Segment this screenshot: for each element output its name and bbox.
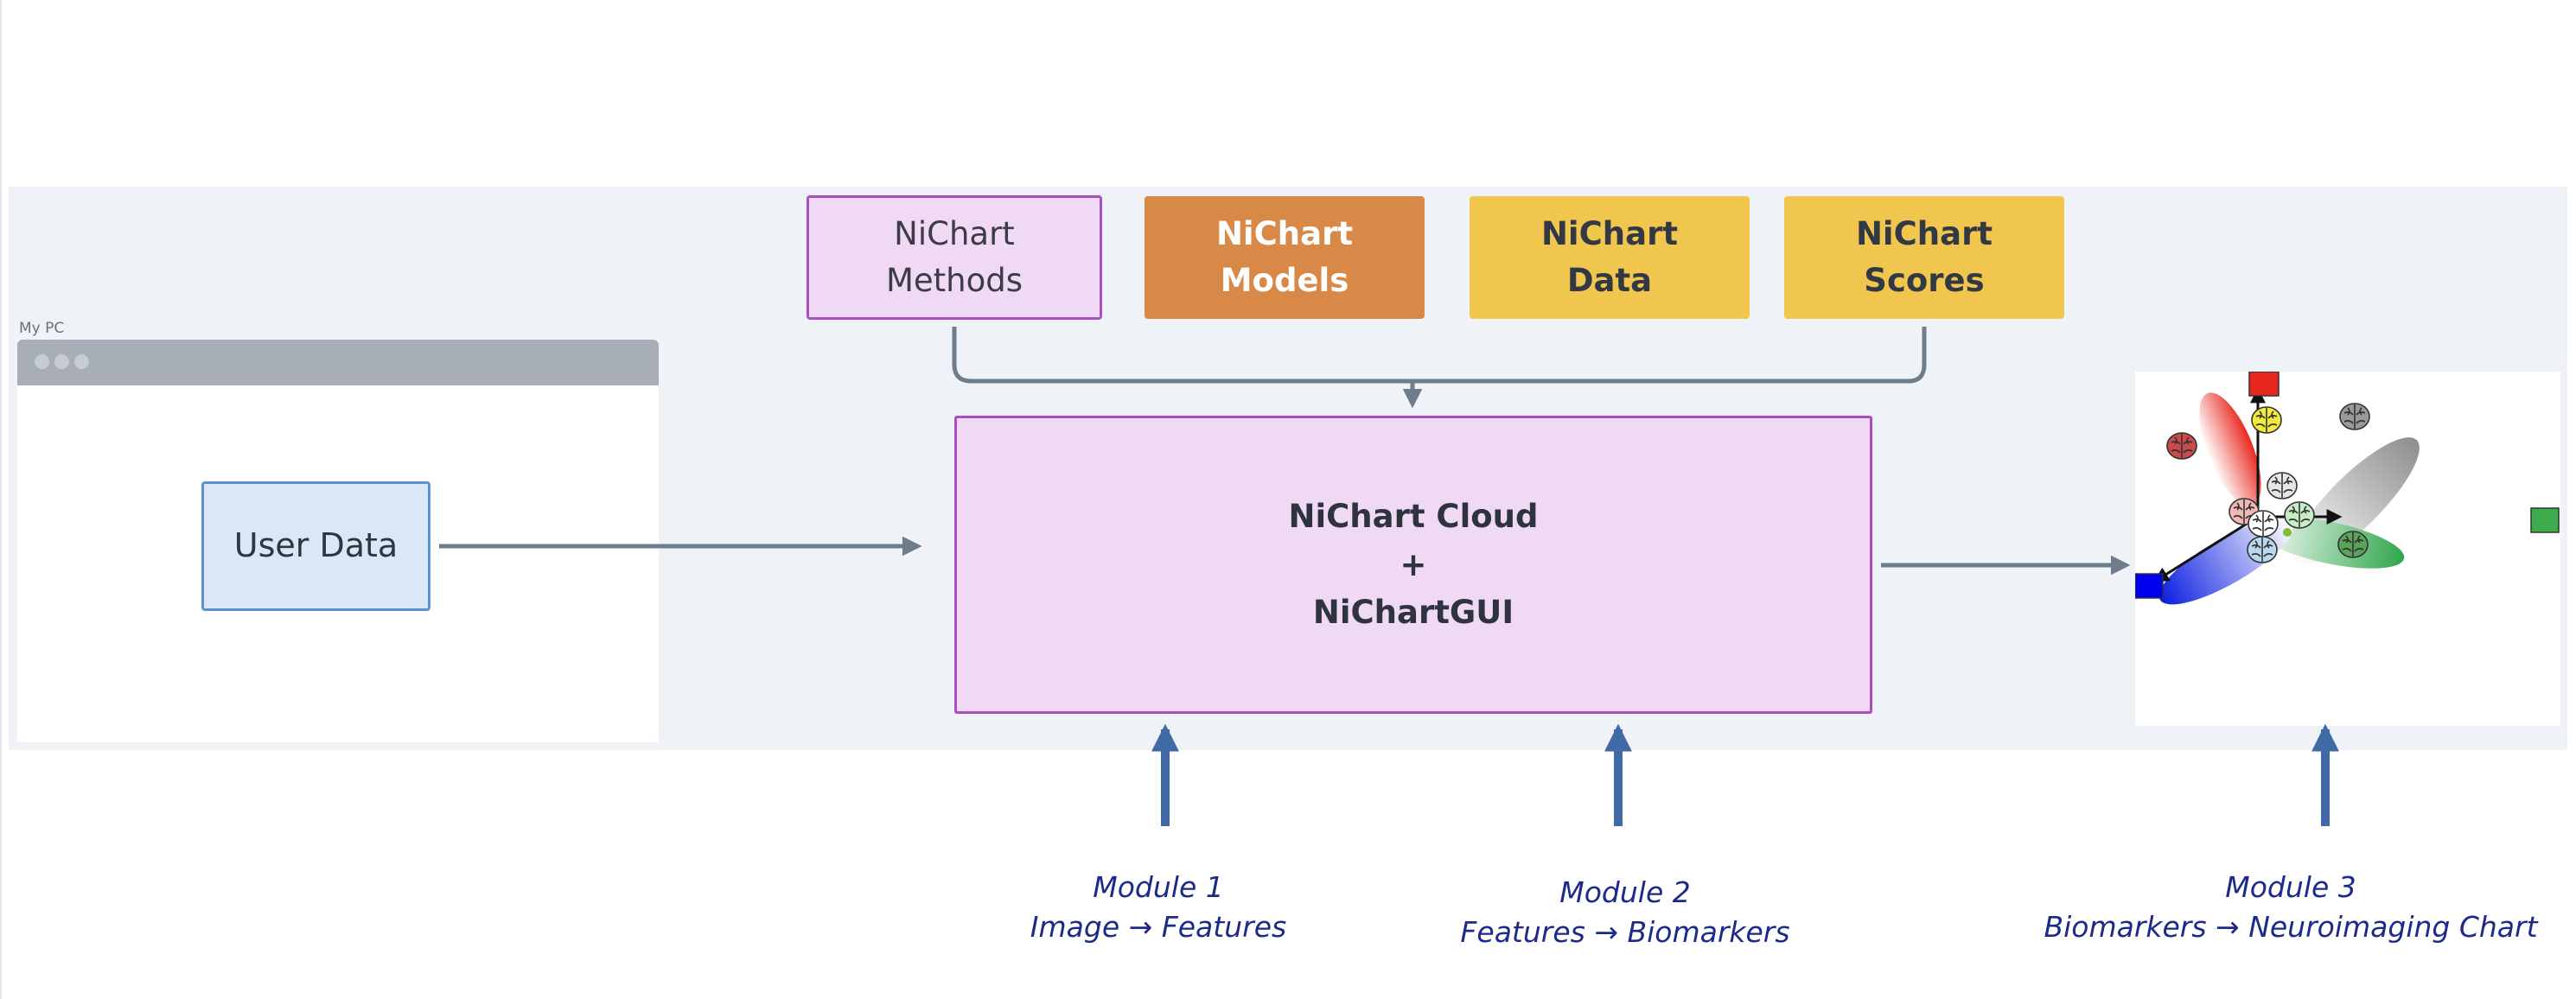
window-dot-icon [74,354,89,369]
nichart-methods-box: NiChart Methods [807,195,1102,320]
module-3-caption: Module 3 Biomarkers → Neuroimaging Chart [2031,868,2550,947]
user-data-box: User Data [201,481,430,611]
scores-line1: NiChart [1855,215,1993,253]
nichart-models-box: NiChart Models [1145,196,1425,319]
module-title: Module 3 [2225,870,2356,904]
scores-line2: Scores [1864,262,1985,299]
cloud-line3: NiChartGUI [1312,594,1514,632]
nichart-data-box: NiChart Data [1470,196,1750,319]
module-1-caption: Module 1 Image → Features [985,868,1331,947]
methods-line2: Methods [885,262,1023,299]
user-data-label: User Data [233,526,399,565]
pc-label: My PC [19,320,65,337]
red-square-icon [2248,371,2280,397]
window-dot-icon [54,354,69,369]
window-dot-icon [35,354,49,369]
module-subtitle: Features → Biomarkers [1460,915,1790,950]
pc-titlebar [17,340,659,385]
bracket-connector [952,327,1927,384]
module-subtitle: Biomarkers → Neuroimaging Chart [2044,910,2538,945]
module-title: Module 1 [1093,870,1224,904]
neuroimaging-chart-graphic [2134,371,2560,605]
module-title: Module 2 [1559,875,1691,909]
small-dot-icon [2283,528,2292,537]
module-subtitle: Image → Features [1030,910,1287,945]
cloud-line1: NiChart Cloud [1288,498,1539,536]
blue-square-icon [2134,573,2164,599]
red-ellipse [2199,392,2261,506]
nichart-cloud-box: NiChart Cloud + NiChartGUI [954,416,1872,714]
neuroimaging-chart [2134,371,2560,726]
green-square-icon [2530,507,2560,533]
left-border [0,0,2,999]
data-line2: Data [1566,262,1653,299]
methods-line1: NiChart [894,215,1015,253]
models-line1: NiChart [1215,215,1354,253]
nichart-scores-box: NiChart Scores [1784,196,2064,319]
diagonal-axis [2152,515,2259,582]
models-line2: Models [1220,262,1349,299]
data-line1: NiChart [1540,215,1679,253]
cloud-line2: + [1400,545,1427,583]
module-2-caption: Module 2 Features → Biomarkers [1452,873,1798,952]
